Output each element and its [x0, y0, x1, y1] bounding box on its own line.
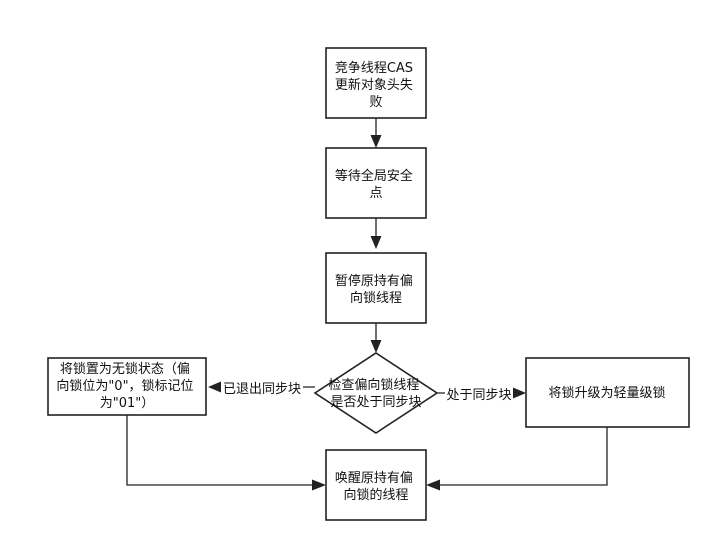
svg-text:竞争线程CAS 更新对象头失 败: 竞争线程CAS 更新对象头失 败 — [335, 60, 417, 110]
node-unlock-line-1: 将锁置为无锁状态（偏 — [60, 361, 190, 377]
node-cas-fail-line-2: 更新对象头失 — [335, 77, 413, 93]
edge-unlock-to-wake — [126, 414, 326, 491]
edge-pause-to-check — [370, 323, 382, 353]
node-cas-fail: 竞争线程CAS 更新对象头失 败 — [325, 47, 427, 119]
node-upgrade-line-1: 将锁升级为轻量级锁 — [548, 385, 665, 401]
edge-cas-to-safepoint — [370, 118, 382, 148]
node-pause: 暂停原持有偏 向锁线程 — [325, 252, 427, 324]
node-check: 检查偏向锁线程 是否处于同步块 — [313, 352, 439, 434]
edge-label-exited: 已退出同步块 — [223, 382, 301, 397]
node-wake-line-2: 向锁的线程 — [343, 487, 408, 503]
node-wake: 唤醒原持有偏 向锁的线程 — [325, 449, 427, 521]
node-pause-line-1: 暂停原持有偏 — [335, 273, 413, 289]
svg-text:将锁升级为轻量级锁: 将锁升级为轻量级锁 — [548, 385, 665, 401]
svg-text:唤醒原持有偏 向锁的线程: 唤醒原持有偏 向锁的线程 — [335, 471, 417, 503]
node-safepoint: 等待全局安全 点 — [325, 147, 427, 219]
edge-label-in-sync: 处于同步块 — [446, 388, 511, 403]
edge-label-exited-group: 已退出同步块 — [221, 380, 303, 397]
svg-text:等待全局安全 点: 等待全局安全 点 — [335, 168, 417, 201]
node-unlock-line-3: 为"01"） — [100, 396, 155, 411]
node-wake-line-1: 唤醒原持有偏 — [335, 471, 413, 486]
edge-label-in-sync-group: 处于同步块 — [445, 386, 513, 403]
edge-safepoint-to-pause — [370, 218, 382, 249]
node-safepoint-line-1: 等待全局安全 — [335, 168, 413, 184]
svg-text:将锁置为无锁状态（偏 向锁位为"0"，锁标记位: 将锁置为无锁状态（偏 向锁位为"0"，锁标记位 为"01"） — [56, 361, 197, 411]
node-check-line-1: 检查偏向锁线程 — [328, 377, 419, 393]
edge-upgrade-to-wake — [426, 427, 608, 491]
node-pause-line-2: 向锁线程 — [350, 290, 402, 306]
node-cas-fail-line-1: 竞争线程CAS — [335, 60, 413, 76]
svg-text:暂停原持有偏 向锁线程: 暂停原持有偏 向锁线程 — [335, 273, 417, 306]
svg-text:检查偏向锁线程 是否处于同步块: 检查偏向锁线程 是否处于同步块 — [328, 377, 423, 410]
node-upgrade: 将锁升级为轻量级锁 — [525, 357, 690, 428]
node-unlock: 将锁置为无锁状态（偏 向锁位为"0"，锁标记位 为"01"） — [47, 357, 207, 416]
node-unlock-line-2: 向锁位为"0"，锁标记位 — [56, 378, 193, 394]
node-check-line-2: 是否处于同步块 — [330, 395, 421, 410]
node-cas-fail-line-3: 败 — [369, 95, 382, 110]
node-safepoint-line-2: 点 — [369, 186, 382, 201]
